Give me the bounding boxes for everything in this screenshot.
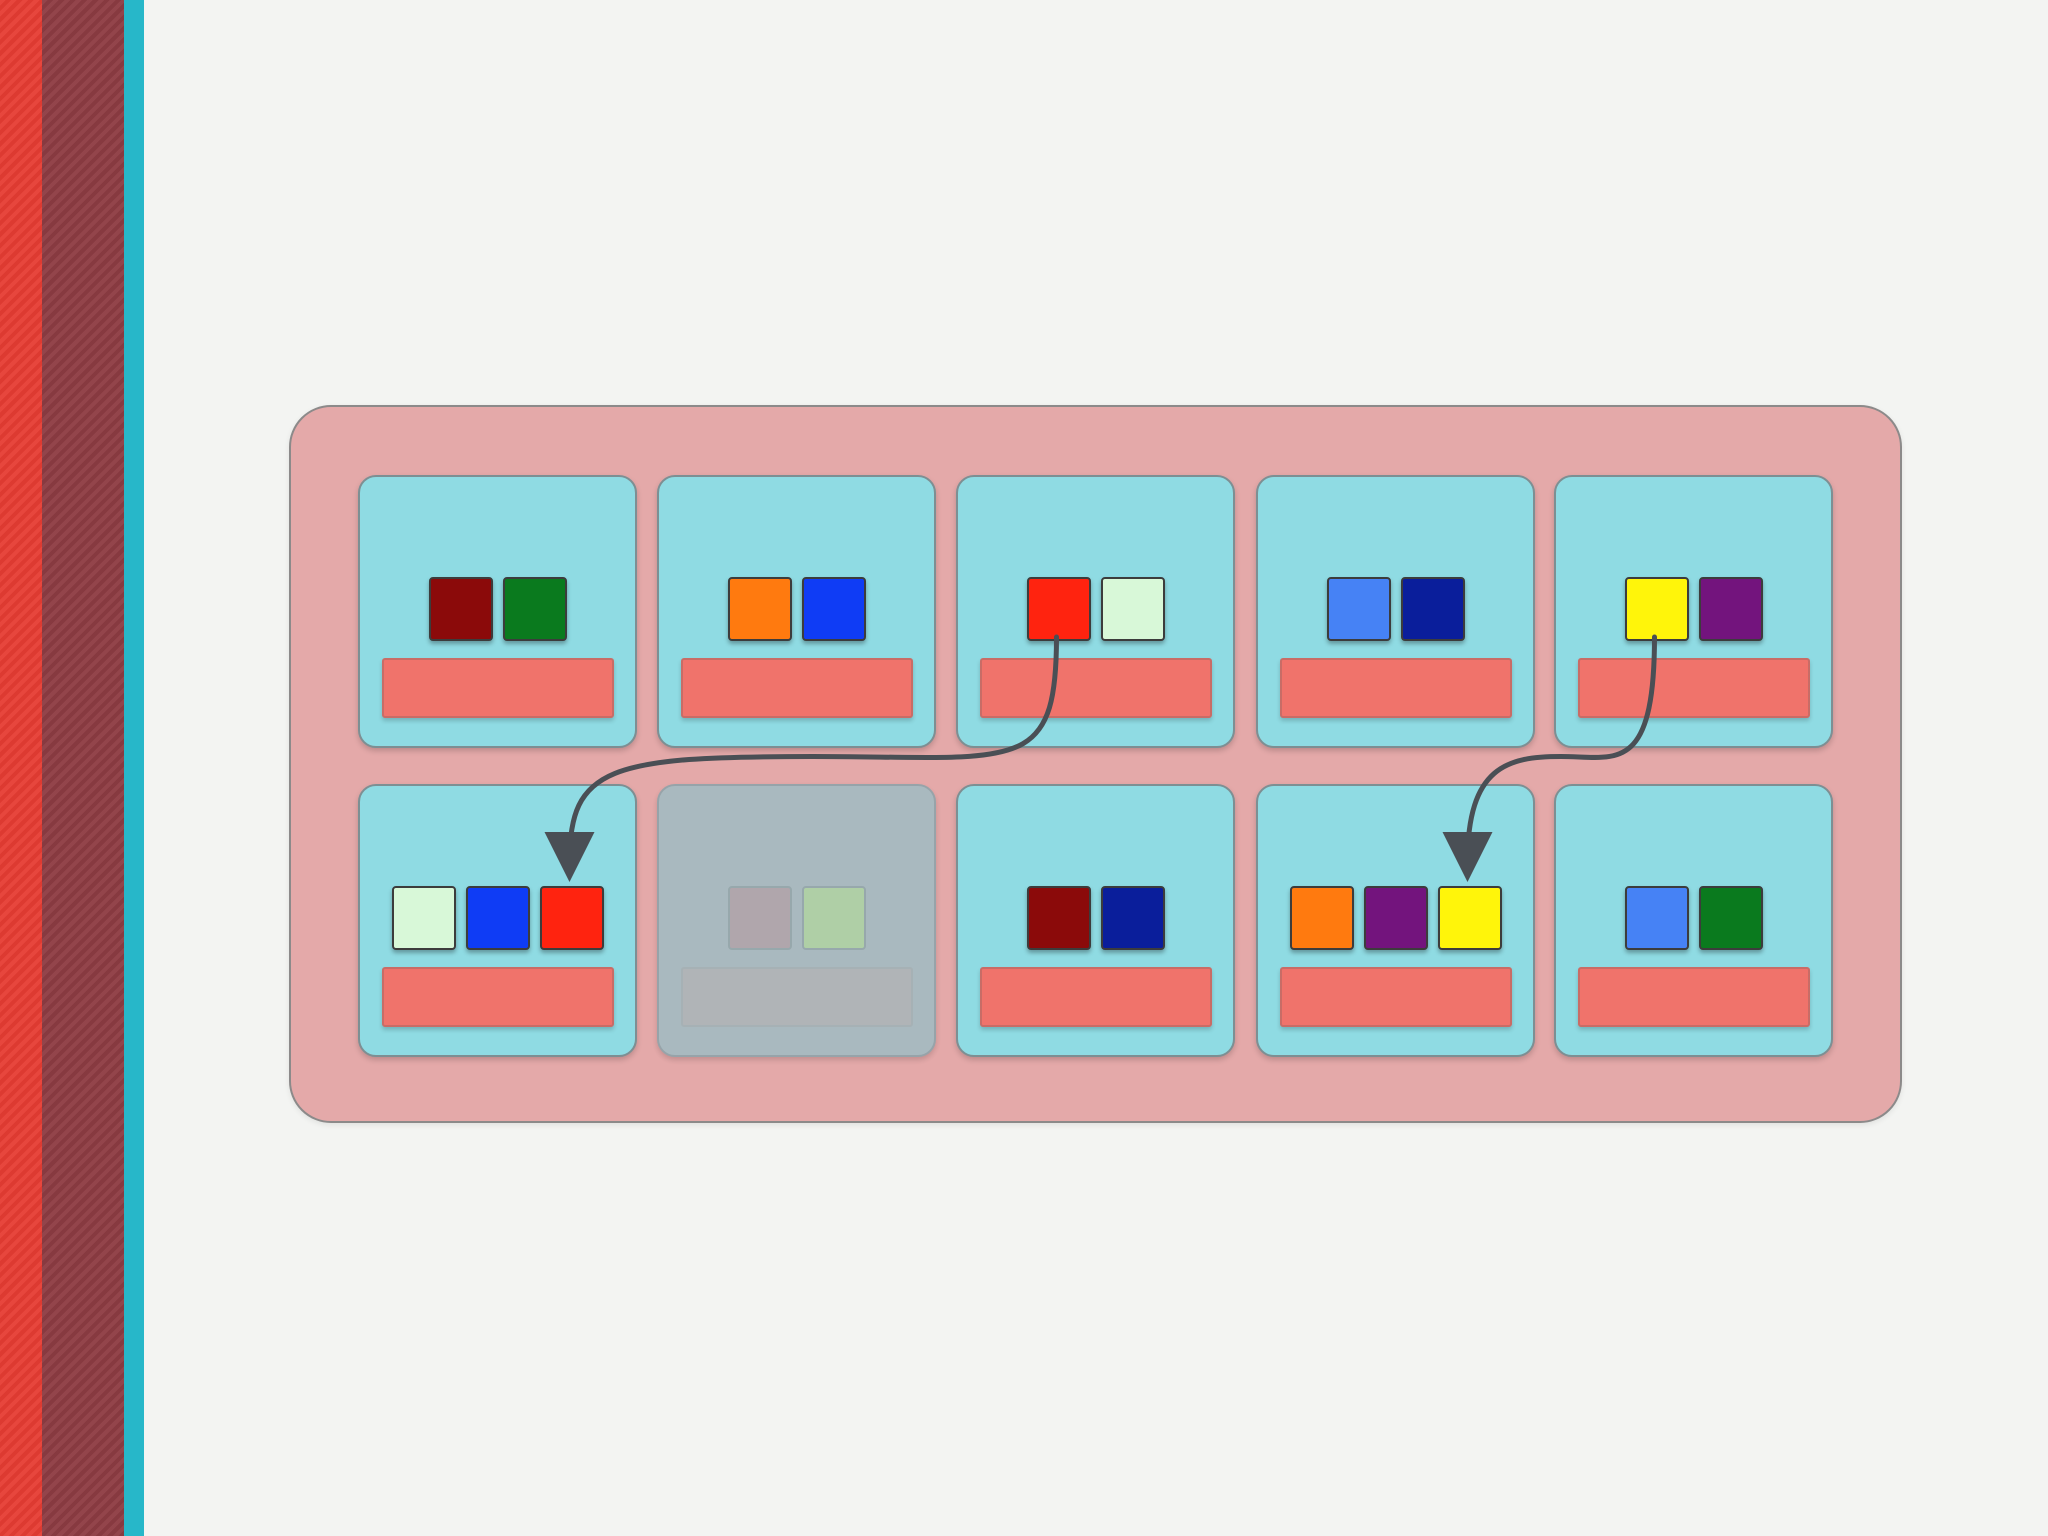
server-node [1256, 475, 1535, 748]
data-block [727, 577, 792, 641]
data-block-group [360, 577, 635, 641]
node-storage-tray [1578, 967, 1810, 1027]
data-block [391, 886, 456, 950]
data-block-group [659, 886, 934, 950]
data-block-group [1556, 886, 1831, 950]
node-storage-tray [382, 658, 614, 718]
data-block-group [958, 886, 1233, 950]
data-block-group [659, 577, 934, 641]
data-block [1437, 886, 1502, 950]
data-block-group [1258, 577, 1533, 641]
left-maroon-stripe [42, 0, 124, 1536]
data-block [727, 886, 792, 950]
node-storage-tray [681, 967, 913, 1027]
data-block [1100, 886, 1165, 950]
data-block [1026, 577, 1091, 641]
server-node [1554, 475, 1833, 748]
data-block [1026, 886, 1091, 950]
server-node [657, 475, 936, 748]
data-block [1400, 577, 1465, 641]
server-node [1256, 784, 1535, 1057]
node-storage-tray [681, 658, 913, 718]
data-block [428, 577, 493, 641]
server-node [956, 475, 1235, 748]
node-storage-tray [382, 967, 614, 1027]
server-node [1554, 784, 1833, 1057]
server-node [956, 784, 1235, 1057]
cluster-container [289, 405, 1902, 1123]
left-red-stripe [0, 0, 42, 1536]
data-block [1363, 886, 1428, 950]
data-block-group [958, 577, 1233, 641]
data-block-group [1258, 886, 1533, 950]
data-block [1698, 886, 1763, 950]
server-node [358, 784, 637, 1057]
server-node [657, 784, 936, 1057]
data-block [801, 886, 866, 950]
node-storage-tray [980, 967, 1212, 1027]
data-block [465, 886, 530, 950]
data-block [801, 577, 866, 641]
data-block-group [1556, 577, 1831, 641]
server-node [358, 475, 637, 748]
data-block [1289, 886, 1354, 950]
node-storage-tray [980, 658, 1212, 718]
node-storage-tray [1280, 967, 1512, 1027]
node-storage-tray [1280, 658, 1512, 718]
data-block [1624, 886, 1689, 950]
data-block [1698, 577, 1763, 641]
left-cyan-stripe [124, 0, 144, 1536]
data-block-group [360, 886, 635, 950]
data-block [1326, 577, 1391, 641]
data-block [502, 577, 567, 641]
data-block [1100, 577, 1165, 641]
node-storage-tray [1578, 658, 1810, 718]
data-block [1624, 577, 1689, 641]
data-block [539, 886, 604, 950]
